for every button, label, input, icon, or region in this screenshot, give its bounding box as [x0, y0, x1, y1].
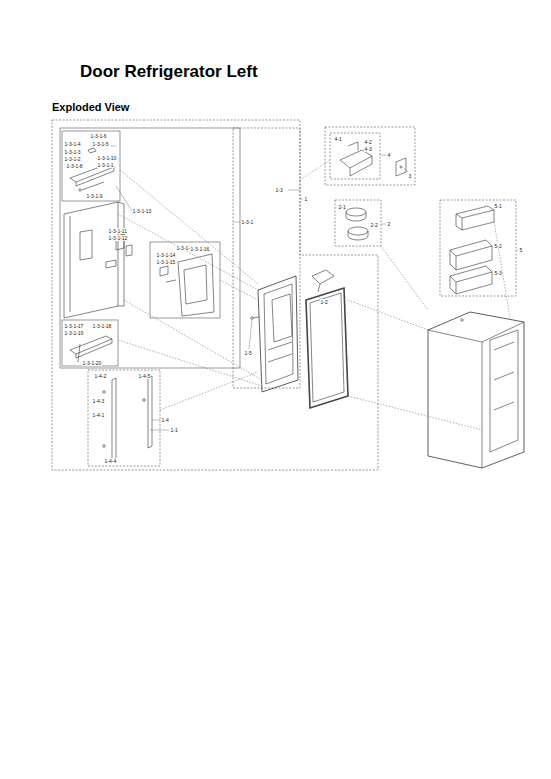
callout-number: 1-3-1-2 — [64, 156, 81, 162]
callout-number: 4-2 — [364, 139, 372, 145]
section-heading: Exploded View — [52, 101, 129, 114]
callout-number: 1-4-1 — [92, 412, 105, 418]
callout-number: 1-4-2 — [94, 373, 107, 379]
callout-number: 3 — [408, 173, 412, 179]
callout-number: 1-3-1-1 — [97, 162, 114, 168]
callout-number: 1-3-1 — [241, 219, 254, 225]
callout-number: 1-3-1-18 — [92, 323, 112, 329]
callout-number: 1-3-1-11 — [108, 228, 128, 234]
callout-number: 1-3 — [275, 187, 283, 193]
callout-number: 5-2 — [494, 243, 502, 249]
callout-number: 1-3-1-12 — [108, 235, 128, 241]
callout-number: 1-1 — [170, 427, 178, 433]
callout-number: 1-4-5 — [138, 373, 151, 379]
callout-number: 1-3-1-20 — [82, 360, 102, 366]
callout-number: 5-3 — [494, 270, 502, 276]
callout-number: 1-3-1-10 — [97, 155, 117, 161]
callout-number: 1-2 — [320, 299, 328, 305]
callout-number: 2-1 — [338, 204, 346, 210]
callout-number: 1-3-1-9 — [86, 193, 103, 199]
callout-number: 1-3-1-17 — [64, 323, 84, 329]
callout-number: 1-3-1-5 — [92, 141, 109, 147]
callout-number: 1-3-1-13 — [132, 208, 152, 214]
callout-number: 2-2 — [370, 222, 378, 228]
callout-number: 1-3-1-6 — [90, 133, 107, 139]
callout-number: 1-3-1-8 — [66, 163, 83, 169]
callout-number: 1-4 — [161, 417, 169, 423]
callout-number: 1-5 — [244, 350, 252, 356]
callout-number: 1-4-3 — [92, 398, 105, 404]
callout-number: 1 — [304, 196, 308, 202]
callout-number: 4 — [387, 152, 391, 158]
callout-number: 1-3-1-14 — [156, 252, 176, 258]
callout-number: 1-3-1-19 — [64, 330, 84, 336]
callout-number: 5 — [519, 247, 523, 253]
callout-number: 2 — [387, 221, 391, 227]
callout-number: 1-3-1-3 — [64, 149, 81, 155]
callout-number: 1-3-1-4 — [64, 141, 81, 147]
callout-number: 1-4-4 — [104, 458, 117, 464]
callout-number: 5-1 — [494, 203, 502, 209]
callout-number: 1-3-1-16 — [190, 246, 210, 252]
callout-number: 4-3 — [364, 146, 372, 152]
callout-number: 4-1 — [334, 136, 342, 142]
page-title: Door Refrigerator Left — [80, 62, 258, 82]
callout-number: 1-3-1-15 — [156, 259, 176, 265]
